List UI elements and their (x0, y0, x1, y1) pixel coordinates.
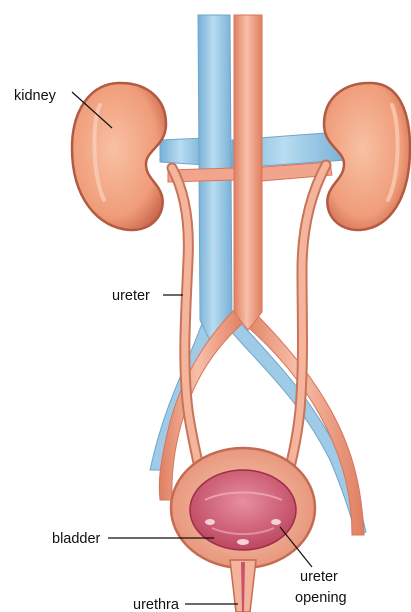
bladder-icon (171, 448, 315, 568)
svg-text:kidney: kidney (14, 88, 57, 104)
label-ureter-opening: ureter opening (280, 527, 347, 606)
label-urethra: urethra (133, 597, 238, 612)
svg-text:ureter: ureter (300, 569, 338, 585)
svg-text:urethra: urethra (133, 597, 180, 612)
svg-text:bladder: bladder (52, 531, 101, 547)
label-ureter: ureter (112, 288, 183, 304)
svg-text:ureter: ureter (112, 288, 150, 304)
svg-text:opening: opening (295, 590, 347, 606)
